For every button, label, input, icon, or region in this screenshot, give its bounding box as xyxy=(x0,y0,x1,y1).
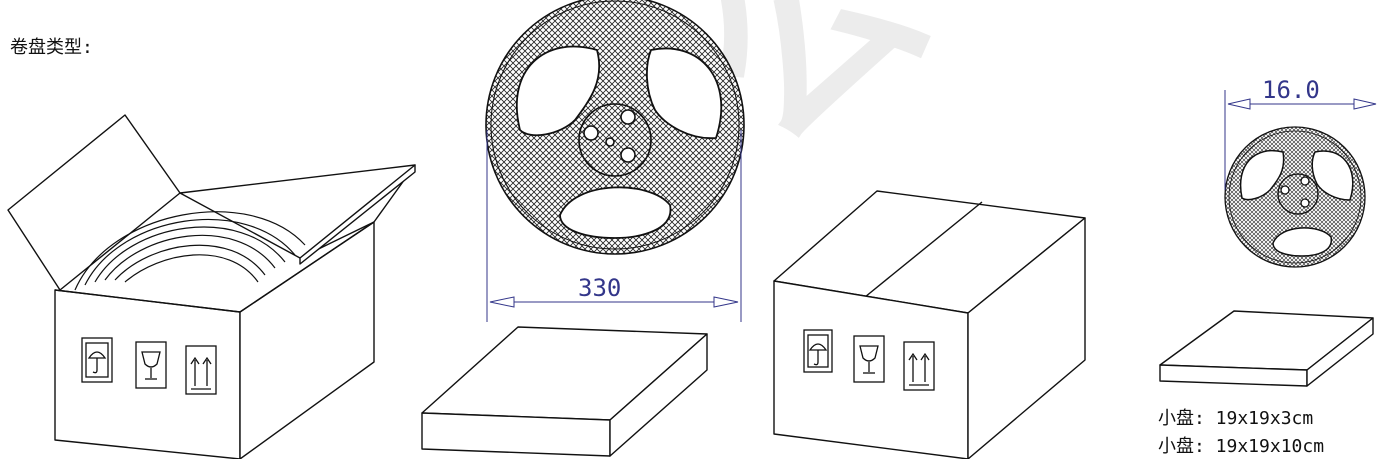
large-reel-dimension xyxy=(486,130,742,322)
small-reel xyxy=(1224,126,1366,268)
large-reel xyxy=(485,0,745,255)
wine-glass-icon xyxy=(135,341,167,389)
large-reel-dimension-value: 330 xyxy=(578,274,621,302)
closed-box-right xyxy=(967,217,1086,459)
small-tray-note-1: 小盘: 19x19x3cm xyxy=(1158,408,1314,429)
umbrella-icon xyxy=(81,337,113,383)
wine-glass-icon xyxy=(853,335,885,383)
reel-type-label: 卷盘类型: xyxy=(10,37,93,58)
this-side-up-icon xyxy=(903,341,935,391)
large-tray xyxy=(421,326,708,457)
umbrella-icon xyxy=(803,329,833,373)
this-side-up-icon xyxy=(185,345,217,395)
closed-box-front xyxy=(773,280,969,459)
box-front-face xyxy=(54,289,241,459)
small-reel-dimension xyxy=(1224,90,1377,190)
small-reel-dimension-value: 16.0 xyxy=(1262,76,1320,104)
small-tray-note-2: 小盘: 19x19x10cm xyxy=(1158,436,1325,457)
small-tray xyxy=(1159,310,1374,387)
closed-box xyxy=(773,190,1086,459)
stacked-reels xyxy=(74,211,306,291)
open-box xyxy=(7,114,416,459)
